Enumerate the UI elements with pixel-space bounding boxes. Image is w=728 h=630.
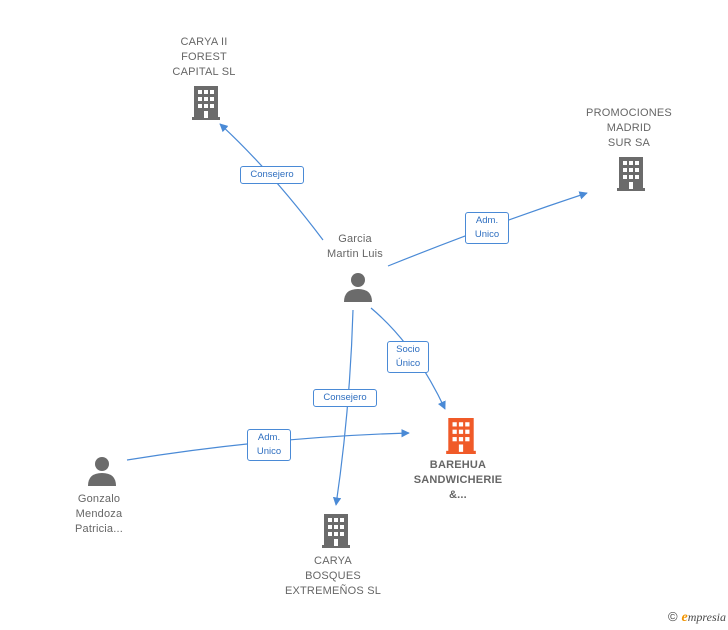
brand-name: mpresia <box>687 610 726 624</box>
edge-label-adm-unico: Adm. Unico <box>465 212 509 244</box>
brand-logo: ©empresia <box>668 609 726 626</box>
node-label-carya-forest[interactable]: CARYA II FOREST CAPITAL SL <box>172 36 236 78</box>
building-icon[interactable] <box>617 157 645 191</box>
building-icon[interactable] <box>322 514 350 548</box>
building-icon-highlight[interactable] <box>446 418 476 454</box>
node-label-promociones[interactable]: PROMOCIONES MADRID SUR SA <box>586 107 672 149</box>
node-label-barehua[interactable]: BAREHUA SANDWICHERIE &... <box>413 459 503 501</box>
edge-label-consejero: Consejero <box>313 389 377 407</box>
copyright-symbol: © <box>667 609 678 624</box>
edge-label-socio-unico: Socio Único <box>387 341 429 373</box>
edge-label-consejero: Consejero <box>240 166 304 184</box>
node-label-gonzalo[interactable]: Gonzalo Mendoza Patricia... <box>74 493 124 535</box>
edge-garcia-carya-bosques <box>332 309 354 506</box>
edge-label-adm-unico: Adm. Unico <box>247 429 291 461</box>
node-label-carya-bosques[interactable]: CARYA BOSQUES EXTREMEÑOS SL <box>284 555 382 597</box>
building-icon[interactable] <box>192 86 220 120</box>
person-icon[interactable] <box>87 456 117 486</box>
brand-initial: e <box>681 610 688 625</box>
node-label-garcia[interactable]: Garcia Martin Luis <box>327 233 383 260</box>
person-icon[interactable] <box>343 272 373 302</box>
